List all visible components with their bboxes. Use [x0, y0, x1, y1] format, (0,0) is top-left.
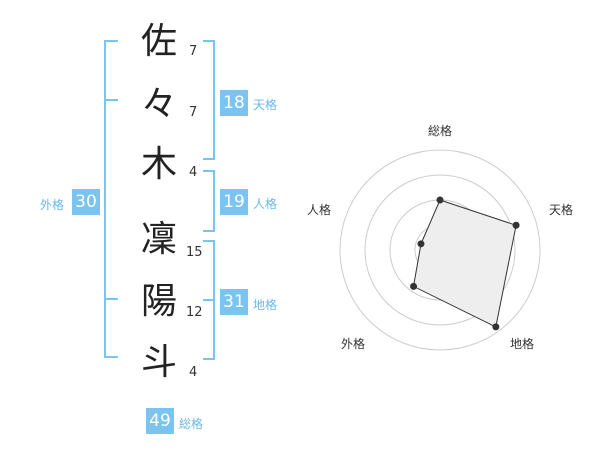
gaikaku-value-badge: 30 — [72, 189, 100, 215]
jinkaku-label: 人格 — [253, 197, 278, 211]
chikaku-label: 地格 — [253, 298, 278, 312]
radar-point-jinkaku — [417, 240, 425, 248]
gaikaku-bracket — [104, 40, 118, 358]
name-char-6: 斗 — [140, 342, 177, 383]
radar-grid-ring — [364, 174, 516, 326]
stroke-count-6: 4 — [189, 365, 198, 380]
radar-label-jinkaku: 人格 — [307, 203, 332, 217]
tenkaku-value-badge: 18 — [220, 90, 248, 116]
stroke-count-3: 4 — [189, 165, 198, 180]
radar-label-gaikaku: 外格 — [341, 337, 366, 351]
name-char-4: 凜 — [140, 219, 177, 260]
radar-label-chikaku: 地格 — [510, 337, 535, 351]
radar-label-soukaku: 総格 — [428, 124, 453, 138]
soukaku-value-badge: 49 — [146, 408, 174, 434]
chikaku-value-badge: 31 — [220, 289, 248, 315]
radar-point-soukaku — [436, 196, 444, 204]
radar-points — [410, 196, 520, 331]
radar-polygon — [412, 199, 517, 328]
radar-point-tenkaku — [512, 221, 520, 229]
jinkaku-bracket — [203, 170, 215, 232]
name-char-5: 陽 — [140, 281, 177, 322]
soukaku-label: 総格 — [179, 417, 204, 431]
bracket-tick — [203, 299, 215, 301]
jinkaku-value-badge: 19 — [220, 189, 248, 215]
name-char-1: 佐 — [140, 21, 177, 62]
name-char-2: 々 — [140, 84, 177, 125]
radar-point-gaikaku — [410, 282, 418, 290]
tenkaku-bracket — [203, 40, 215, 160]
stroke-count-4: 15 — [186, 245, 203, 260]
tenkaku-label: 天格 — [253, 98, 278, 112]
stroke-count-5: 12 — [186, 305, 203, 320]
stroke-count-1: 7 — [189, 44, 198, 59]
gaikaku-label: 外格 — [40, 198, 65, 212]
bracket-tick — [104, 298, 118, 300]
name-char-3: 木 — [140, 144, 177, 185]
bracket-tick — [104, 99, 118, 101]
radar-grid-ring — [339, 149, 541, 351]
stroke-count-2: 7 — [189, 105, 198, 120]
radar-point-chikaku — [492, 323, 500, 331]
radar-label-tenkaku: 天格 — [549, 203, 574, 217]
